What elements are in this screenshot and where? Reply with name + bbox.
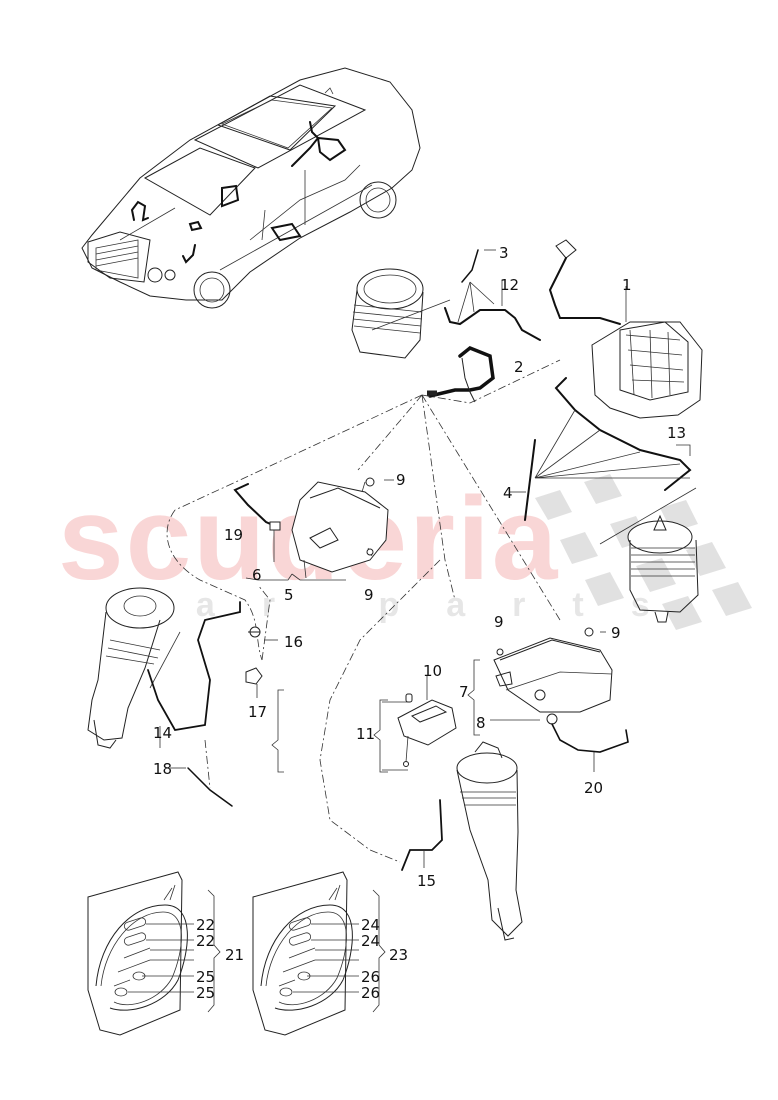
front-strut-left [87,587,181,749]
rear-strut [456,741,523,941]
label-kit-23 [252,871,386,1036]
callout-2[interactable]: 2 [514,358,524,376]
callout-9[interactable]: 9 [364,586,374,604]
callout-14[interactable]: 14 [153,724,173,742]
part-17-grommet [245,667,263,698]
part-2-hose [427,345,495,403]
callout-3[interactable]: 3 [499,244,509,262]
vehicle-harness-highlights [130,121,347,264]
part-7-reservoir [467,627,613,736]
part-8-connector [546,713,558,725]
callout-9[interactable]: 9 [396,471,406,489]
callout-4[interactable]: 4 [503,484,513,502]
callout-16[interactable]: 16 [284,633,304,651]
callout-21[interactable]: 21 [225,946,245,964]
part-10-control-module [397,676,457,767]
rear-air-spring [599,487,699,623]
front-air-spring-top [351,268,451,359]
checkered-flag-watermark [535,474,752,630]
callout-24[interactable]: 24 [361,932,381,950]
part-3-12-harness [444,249,541,341]
callout-15[interactable]: 15 [417,872,437,890]
callout-26[interactable]: 26 [361,968,381,986]
callout-23[interactable]: 23 [389,946,409,964]
part-13-harness [534,377,692,491]
callout-24[interactable]: 24 [361,916,381,934]
callout-19[interactable]: 19 [224,526,244,544]
callout-9[interactable]: 9 [611,624,621,642]
part-14-harness [147,601,241,748]
callout-5[interactable]: 5 [284,586,294,604]
callout-8[interactable]: 8 [476,714,486,732]
part-16-clip [248,626,278,641]
callout-17[interactable]: 17 [248,703,268,721]
callout-9[interactable]: 9 [494,613,504,631]
part-18-sensor [170,739,233,807]
part-20-line [551,723,629,772]
part-1-compressor-unit [548,239,703,419]
callout-22[interactable]: 22 [196,916,216,934]
callout-12[interactable]: 12 [500,276,520,294]
part-11-bracket [271,689,410,773]
callout-7[interactable]: 7 [459,683,469,701]
callout-6[interactable]: 6 [252,566,262,584]
vehicle-outline [81,67,421,309]
callout-13[interactable]: 13 [667,424,687,442]
part-15-harness [401,799,443,871]
part-4-sensor-rod [510,439,536,521]
callout-11[interactable]: 11 [356,725,376,743]
callout-20[interactable]: 20 [584,779,604,797]
callout-22[interactable]: 22 [196,932,216,950]
callout-25[interactable]: 25 [196,984,216,1002]
callout-10[interactable]: 10 [423,662,443,680]
leader-lines [166,359,561,863]
callout-18[interactable]: 18 [153,760,173,778]
callout-25[interactable]: 25 [196,968,216,986]
part-5-reservoir [233,477,394,581]
label-kit-21 [87,871,221,1036]
callout-1[interactable]: 1 [622,276,632,294]
callout-26[interactable]: 26 [361,984,381,1002]
